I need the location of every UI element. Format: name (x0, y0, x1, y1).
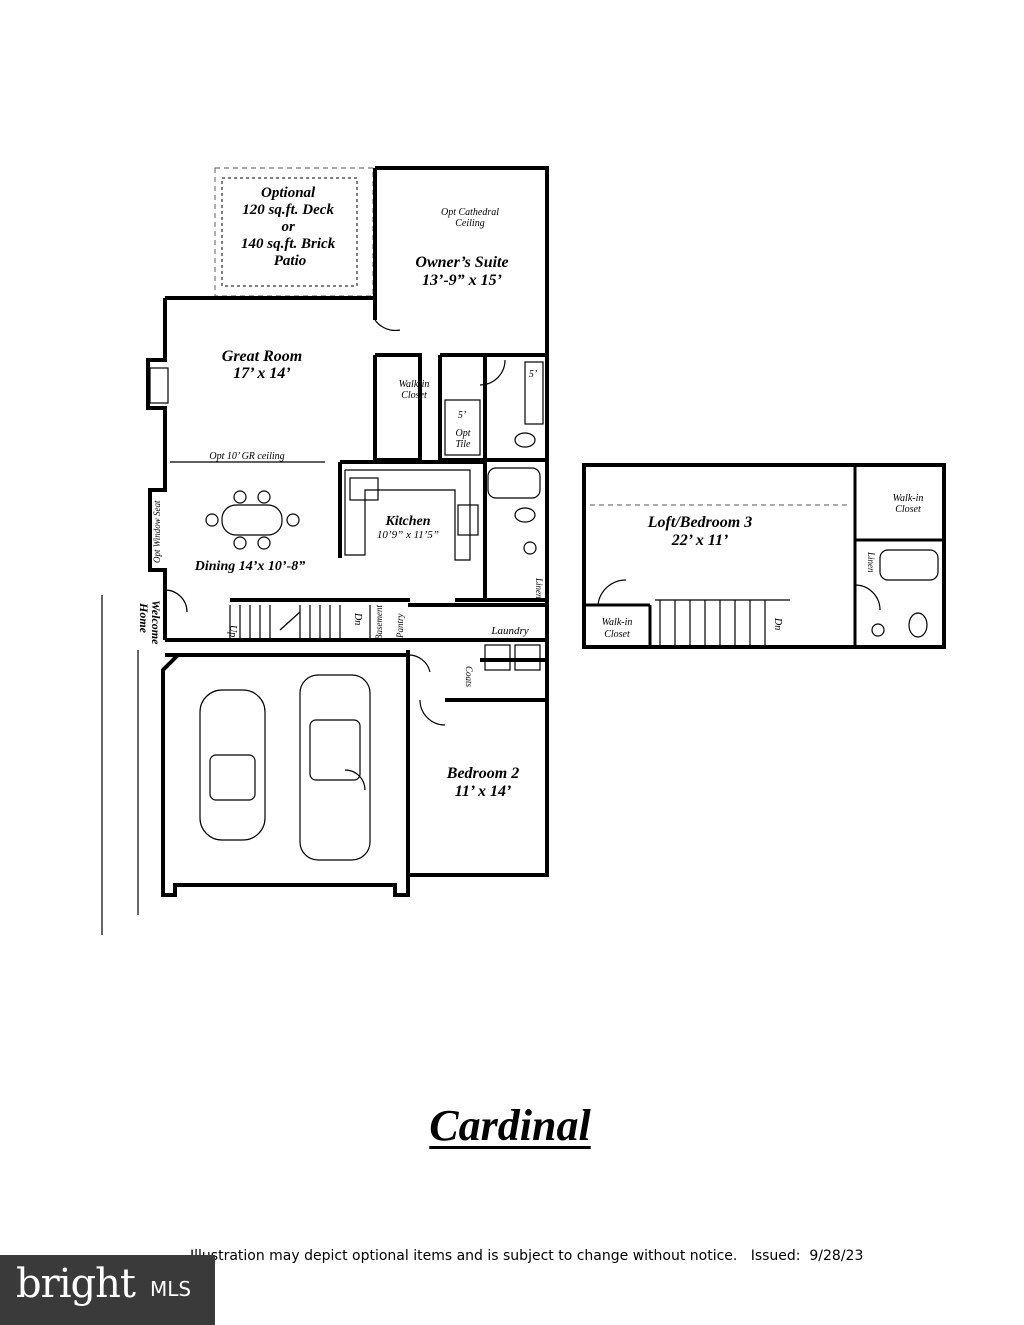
deck-line-3: or (281, 219, 295, 235)
garage-cars (101, 595, 371, 935)
owners-suite-name: Owner’s Suite (415, 254, 508, 271)
bright-mls-logo: bright MLS (0, 1255, 215, 1325)
bedroom-2-name: Bedroom 2 (446, 765, 519, 782)
svg-text:Optional 120 sq.ft. Deck: Optional 120 sq.ft. Deck or 140 sq.ft. B… (241, 185, 339, 269)
loft-linen-label: Linen (866, 551, 876, 573)
great-room-ceiling-note: Opt 10’ GR ceiling (209, 451, 284, 462)
dining-label: Dining 14’x 10’-8” (194, 559, 305, 574)
disclaimer-text: Illustration may depict optional items a… (190, 1248, 864, 1264)
deck-line-4: 140 sq.ft. Brick (241, 236, 336, 252)
home-label: Home (137, 602, 151, 634)
tub-size: 5’ (529, 369, 538, 380)
deck-line-5: Patio (274, 253, 307, 269)
deck-line-1: Optional (261, 185, 316, 201)
shower-size: 5’ (458, 410, 467, 421)
up-label: Up (227, 625, 238, 637)
loft-stairs (655, 599, 790, 647)
walk-in-closet-1: Walk-in (399, 379, 430, 390)
laundry-label: Laundry (490, 625, 528, 637)
opt-tile-1: Opt (456, 428, 471, 439)
main-stairs (229, 605, 371, 640)
great-room-size: 17’ x 14’ (233, 365, 290, 382)
dn-label: Dn (352, 612, 363, 625)
opt-tile-2: Tile (455, 439, 471, 450)
basement-label: Basement (374, 605, 384, 640)
cathedral-note-2: Ceiling (455, 218, 484, 229)
kitchen-size: 10’9” x 11’5” (377, 529, 439, 541)
great-room-name: Great Room (222, 348, 302, 365)
loft-closet-left-2: Closet (604, 629, 630, 640)
dining-table (205, 490, 300, 550)
plan-title: Cardinal (429, 1101, 591, 1150)
loft-closet-left-1: Walk-in (602, 617, 633, 628)
coats-label: Coats (464, 666, 474, 688)
loft-closet-right-2: Closet (895, 504, 921, 515)
optional-deck: Optional 120 sq.ft. Deck or 140 sq.ft. B… (214, 167, 374, 297)
window-seat-label: Opt Window Seat (152, 500, 162, 563)
welcome-label: Welcome (149, 600, 163, 645)
loft-walls (582, 463, 946, 649)
logo-mls: MLS (150, 1277, 192, 1301)
pantry-label: Pantry (395, 613, 405, 639)
cathedral-note-1: Opt Cathedral (441, 207, 499, 218)
loft-closet-right-1: Walk-in (893, 493, 924, 504)
deck-line-2: 120 sq.ft. Deck (242, 202, 334, 218)
loft-dn-label: Dn (772, 617, 783, 630)
loft-size: 22’ x 11’ (671, 532, 729, 549)
owners-suite-size: 13’-9” x 15’ (422, 272, 502, 289)
main-floor-walls (146, 166, 549, 897)
bedroom-2-size: 11’ x 14’ (455, 783, 512, 800)
kitchen-name: Kitchen (384, 514, 430, 529)
walk-in-closet-2: Closet (401, 390, 427, 401)
logo-word: bright (16, 1261, 136, 1307)
linen-label: Linen (534, 577, 544, 599)
loft-name: Loft/Bedroom 3 (647, 514, 752, 531)
